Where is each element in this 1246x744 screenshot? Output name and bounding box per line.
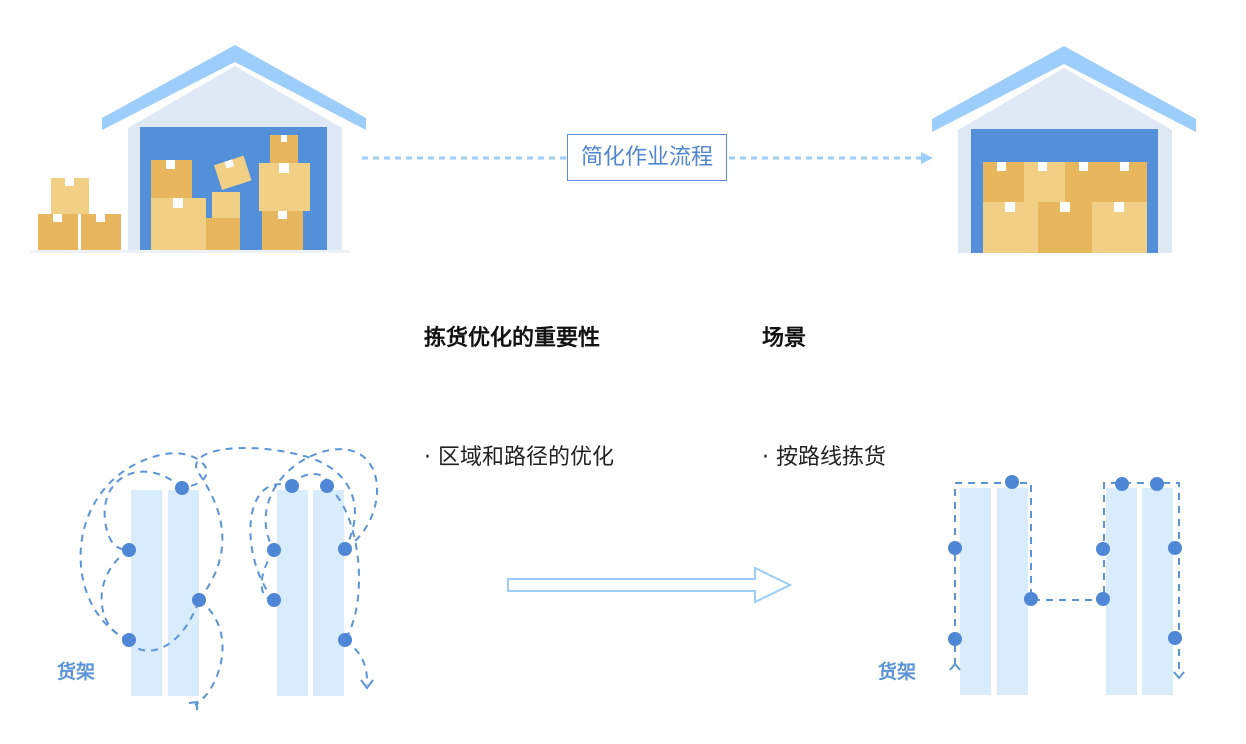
arrow-right-icon xyxy=(507,566,793,604)
shelf-label-left: 货架 xyxy=(57,661,96,683)
shelf-diagram-left xyxy=(79,446,378,710)
shelf-rack xyxy=(168,490,199,696)
shelf-rack xyxy=(277,490,308,696)
flow-arrow xyxy=(362,152,933,164)
pick-points xyxy=(948,475,1182,646)
route-path xyxy=(954,482,1180,672)
warehouse-organized-icon xyxy=(932,46,1196,253)
shelf-label-right: 货架 xyxy=(878,661,917,683)
shelf-rack xyxy=(960,488,991,695)
shelf-diagram-right xyxy=(948,475,1185,695)
importance-title: 拣货优化的重要性 xyxy=(424,326,601,351)
shelf-rack xyxy=(997,488,1028,695)
warehouse-messy-icon xyxy=(30,45,366,253)
flow-label: 简化作业流程 xyxy=(567,134,727,181)
importance-item: · 区域和路径的优化 xyxy=(424,445,614,470)
shelf-rack xyxy=(1106,488,1137,695)
shelf-rack xyxy=(131,490,162,696)
scenario-title: 场景 xyxy=(762,326,807,351)
scenario-item: · 按路线拣货 xyxy=(762,445,886,470)
pick-points xyxy=(122,479,352,647)
shelf-rack xyxy=(313,490,344,696)
shelf-rack xyxy=(1142,488,1173,695)
